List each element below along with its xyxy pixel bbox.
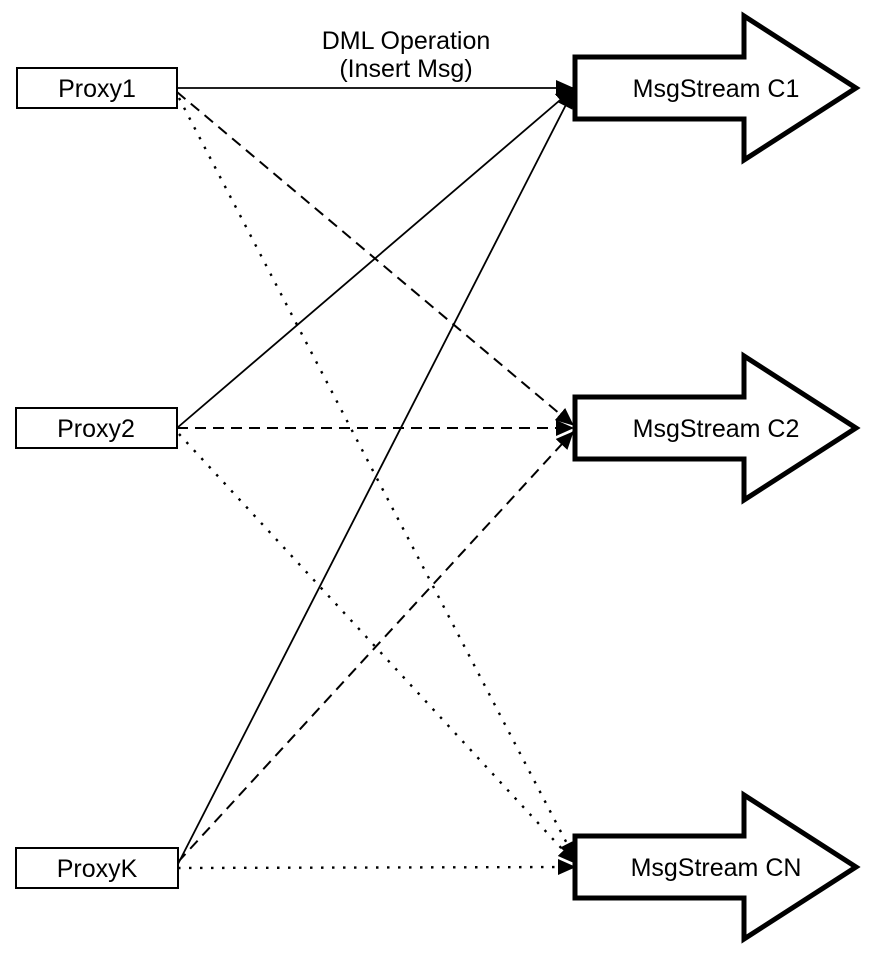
annotation-dml-operation: DML Operation (Insert Msg) bbox=[322, 27, 491, 83]
proxy1-box bbox=[16, 67, 178, 109]
msgstream-c2-label: MsgStream C2 bbox=[633, 415, 800, 443]
stream-nodes-layer: MsgStream C1 MsgStream C2 MsgStream CN bbox=[572, 11, 861, 944]
proxy2-box bbox=[15, 407, 178, 449]
msgstream-c2-arrow-shape bbox=[572, 351, 861, 505]
node-msgstream-c2: MsgStream C2 bbox=[572, 351, 861, 505]
annotation-line1: DML Operation bbox=[322, 27, 491, 55]
msgstream-c1-label: MsgStream C1 bbox=[633, 75, 800, 103]
msgstream-cn-label: MsgStream CN bbox=[631, 854, 802, 882]
node-msgstream-c1: MsgStream C1 bbox=[572, 11, 861, 165]
msgstream-cn-arrow-shape bbox=[572, 790, 861, 944]
proxy1-label: Proxy1 bbox=[58, 75, 136, 103]
edge-proxy2-to-cn-dotted bbox=[178, 433, 576, 864]
annotation-line2: (Insert Msg) bbox=[339, 55, 472, 83]
proxy-nodes-layer: Proxy1 Proxy2 ProxyK bbox=[15, 67, 179, 889]
node-proxy1: Proxy1 bbox=[16, 67, 178, 109]
edges-layer bbox=[176, 80, 577, 876]
proxyk-label: ProxyK bbox=[57, 855, 138, 883]
edge-proxyk-to-c1-solid bbox=[177, 90, 574, 865]
proxy2-label: Proxy2 bbox=[57, 415, 135, 443]
node-proxy2: Proxy2 bbox=[15, 407, 178, 449]
edge-proxyk-to-cn-dotted bbox=[177, 859, 576, 876]
node-proxyk: ProxyK bbox=[15, 847, 179, 889]
edge-proxyk-to-c2-dashed bbox=[177, 431, 574, 863]
edge-proxy1-to-c2-dashed bbox=[176, 91, 574, 426]
proxyk-box bbox=[15, 847, 179, 889]
msgstream-c1-arrow-shape bbox=[572, 11, 861, 165]
node-msgstream-cn: MsgStream CN bbox=[572, 790, 861, 944]
